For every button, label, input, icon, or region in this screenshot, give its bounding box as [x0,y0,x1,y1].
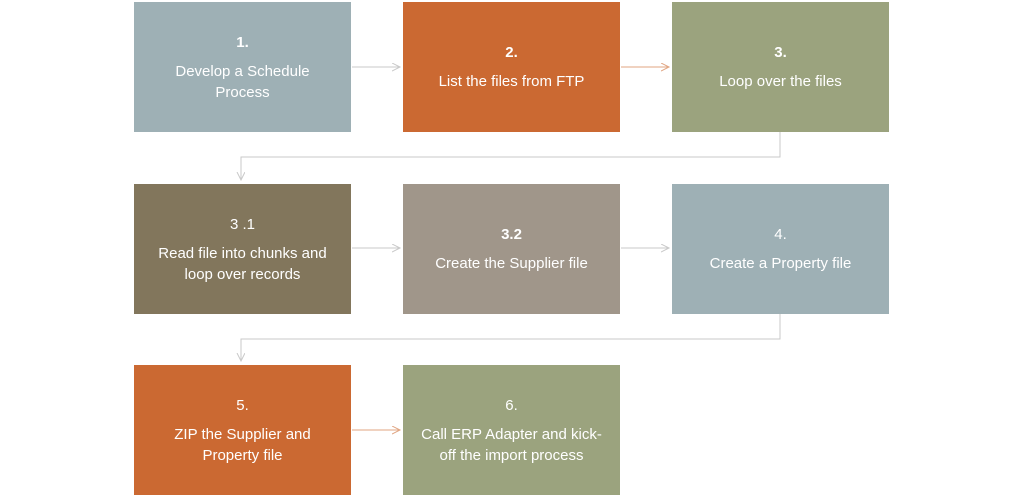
step-3-2-box: 3.2 Create the Supplier file [403,184,620,314]
step-number: 4. [774,226,787,243]
step-label: Develop a Schedule Process [175,62,310,101]
step-1-box: 1. Develop a Schedule Process [134,2,351,132]
step-number: 5. [236,396,249,414]
step-number: 2. [505,44,518,61]
arrow-4-5 [241,314,781,361]
step-label: Read file into chunks and loop over reco… [158,244,327,283]
step-6-box: 6. Call ERP Adapter and kick- off the im… [403,365,620,495]
step-label: Loop over the files [719,73,842,90]
step-number: 6. [505,396,518,414]
step-label: ZIP the Supplier and Property file [174,425,311,464]
step-label: List the files from FTP [438,73,585,90]
step-label: Create a Property file [709,255,852,272]
arrow-3-31 [241,132,781,180]
step-3-1-box: 3 .1 Read file into chunks and loop over… [134,184,351,314]
step-label: Call ERP Adapter and kick- off the impor… [421,425,602,464]
step-4-box: 4. Create a Property file [672,184,889,314]
step-number: 3 .1 [229,215,256,233]
step-2-box: 2. List the files from FTP [403,2,620,132]
step-number: 3. [774,44,787,61]
step-label: Create the Supplier file [435,255,588,272]
step-3-box: 3. Loop over the files [672,2,889,132]
step-number: 3.2 [501,226,522,243]
step-5-box: 5. ZIP the Supplier and Property file [134,365,351,495]
step-number: 1. [236,33,249,51]
